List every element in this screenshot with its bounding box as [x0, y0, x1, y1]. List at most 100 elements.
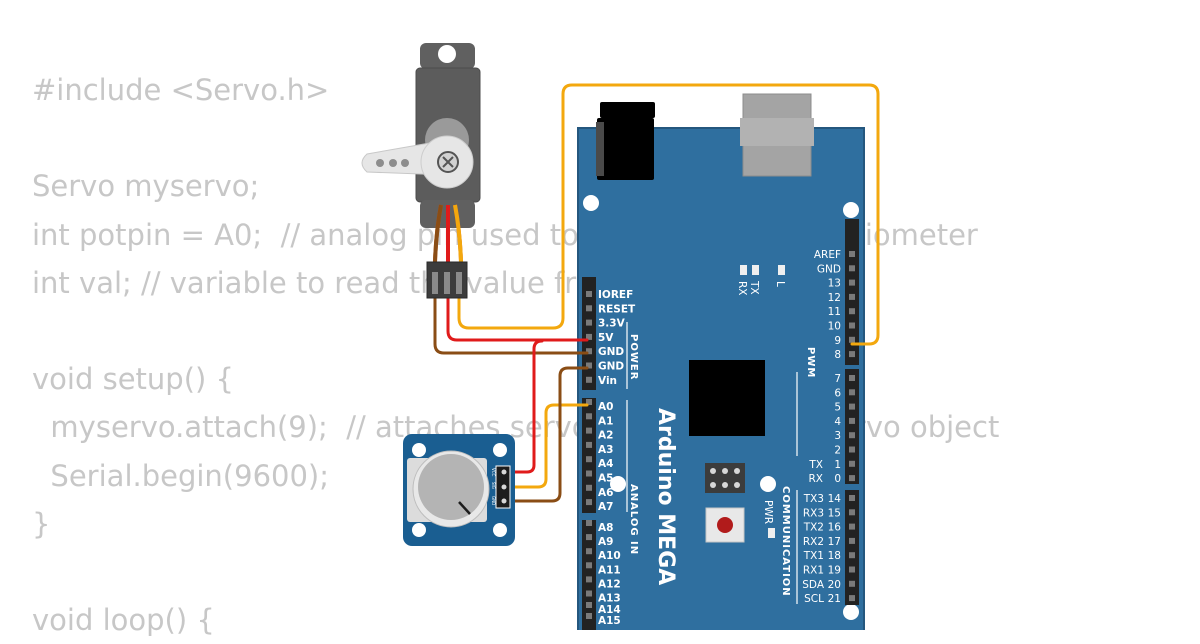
- rx-led: [740, 265, 747, 275]
- header-pin: [849, 523, 855, 530]
- analog-pin-label: A14: [598, 604, 621, 616]
- analog-header-b: [582, 520, 596, 630]
- comm-pin-number: 17: [828, 536, 841, 548]
- header-pin: [586, 520, 592, 526]
- pwm-pin-label: 0: [834, 473, 841, 485]
- header-pin: [849, 389, 855, 396]
- pot-vcc-wire: [506, 339, 544, 474]
- power-pin-label: GND: [598, 346, 624, 358]
- analog-pin-label: A0: [598, 401, 613, 413]
- comm-pin-number: 16: [828, 522, 842, 534]
- digital-pin-label: GND: [817, 263, 841, 275]
- pwr-led: [768, 528, 775, 538]
- header-pin: [849, 308, 855, 315]
- comm-pin-number: 21: [828, 593, 841, 605]
- reset-button[interactable]: [705, 507, 745, 543]
- header-pin: [849, 595, 855, 602]
- header-pin: [849, 417, 855, 424]
- comm-pin-number: 18: [828, 550, 841, 562]
- pot-pin-label-gnd: GND: [491, 496, 496, 505]
- analog-pin-label: A13: [598, 593, 621, 605]
- digital-pin-label: AREF: [814, 249, 841, 261]
- header-pin: [849, 552, 855, 559]
- header-pin: [849, 322, 855, 329]
- header-pin: [586, 548, 592, 555]
- header-pin: [586, 362, 592, 369]
- header-pin: [586, 602, 592, 608]
- header-pin: [849, 375, 855, 381]
- comm-pin-number: 19: [828, 565, 841, 577]
- code-line: Servo myservo;: [32, 169, 260, 204]
- analog-pin-label: A6: [598, 487, 613, 499]
- rx-led-label: RX: [736, 281, 748, 296]
- pwm-pin-label: 1: [834, 459, 841, 471]
- header-pin: [849, 293, 855, 300]
- header-pin: [586, 470, 592, 477]
- pwm-pin-label: 4: [834, 416, 841, 428]
- analog-pin-label: A12: [598, 578, 621, 590]
- power-pin-label: Vin: [598, 375, 617, 387]
- code-line: }: [32, 506, 51, 541]
- pwm-pin-label: 3: [834, 430, 841, 442]
- comm-pin-label: TX2: [803, 522, 824, 534]
- header-pin: [849, 432, 855, 439]
- header-pin: [849, 537, 855, 544]
- header-pin: [586, 376, 592, 383]
- servo-signal-wire: [457, 83, 880, 346]
- comm-pin-number: 14: [828, 493, 842, 505]
- header-pin: [586, 441, 592, 448]
- code-line: #include <Servo.h>: [32, 73, 330, 107]
- header-pin: [586, 348, 592, 355]
- pot-pin-label-sig: SIG: [491, 482, 496, 489]
- digital-pin-label: 8: [834, 349, 841, 361]
- header-pin: [849, 580, 855, 587]
- digital-pin-label: 10: [828, 321, 841, 333]
- mounting-hole: [843, 202, 859, 218]
- comm-section-label: COMMUNICATION: [780, 486, 791, 597]
- header-pin: [849, 336, 855, 343]
- header-pin: [586, 590, 592, 597]
- comm-pin-label: RX2: [803, 536, 824, 548]
- header-pin: [586, 576, 592, 583]
- analog-pin-label: A4: [598, 458, 613, 470]
- pwm-header: [845, 369, 859, 484]
- tx-led-label: TX: [748, 280, 760, 295]
- analog-pin-label: A9: [598, 536, 613, 548]
- pot-pin-label-vcc: VCC: [491, 468, 496, 477]
- servo-ground-wire: [433, 295, 589, 355]
- header-pin: [586, 562, 592, 569]
- header-pin: [849, 495, 855, 501]
- mounting-hole: [610, 476, 626, 492]
- power-header: [582, 277, 596, 390]
- wires: [433, 83, 880, 503]
- header-pins: [586, 251, 855, 619]
- header-pin: [849, 251, 855, 257]
- analog-pin-label: A5: [598, 473, 613, 485]
- comm-pin-label: RX1: [803, 565, 824, 577]
- pot-signal-wire: [506, 403, 589, 489]
- header-pin: [849, 403, 855, 410]
- analog-section-label: ANALOG IN: [628, 484, 639, 555]
- potentiometer-knob[interactable]: [418, 454, 484, 520]
- power-section-label: POWER: [628, 334, 639, 380]
- analog-pin-label: A10: [598, 550, 621, 562]
- l-led-label: L: [774, 281, 786, 287]
- analog-pin-label: A8: [598, 522, 613, 534]
- comm-pin-label: SDA: [802, 579, 825, 591]
- tx-led: [752, 265, 759, 275]
- header-pin: [849, 351, 855, 358]
- pwm-pin-label: 7: [834, 373, 841, 385]
- analog-pin-label: A1: [598, 415, 613, 427]
- pwm-section-label: PWM: [805, 347, 816, 378]
- power-pin-label: RESET: [598, 303, 636, 315]
- digital-header-top: [845, 219, 859, 365]
- code-line: void setup() {: [32, 362, 234, 397]
- digital-pin-label: 9: [834, 335, 841, 347]
- power-pin-label: 3.3V: [598, 318, 626, 330]
- header-pin: [586, 399, 592, 405]
- servo-power-wire: [446, 295, 589, 342]
- header-pin: [586, 413, 592, 420]
- usb-connector: [740, 93, 814, 177]
- potentiometer-module: VCC SIG GND: [403, 434, 515, 546]
- serial-pin-label: TX: [808, 459, 823, 471]
